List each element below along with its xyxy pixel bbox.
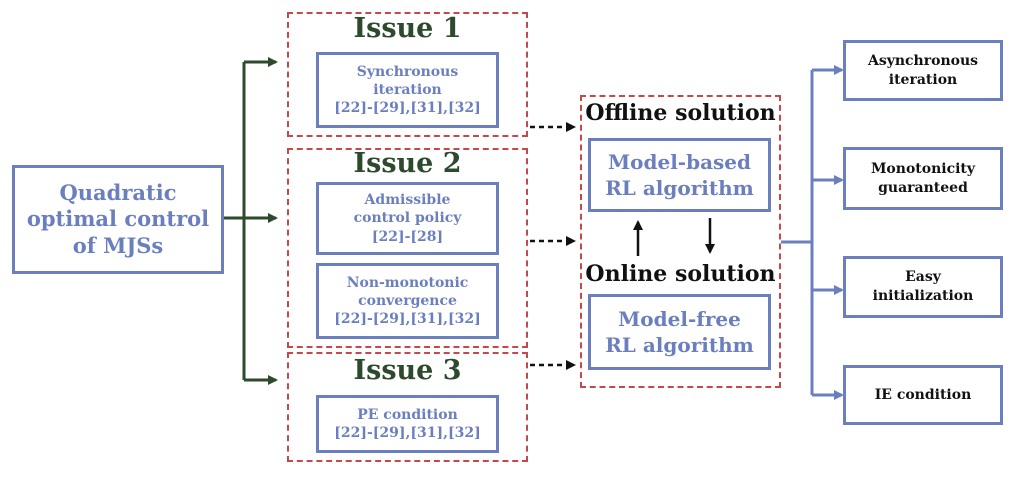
issue-2-item-1-line-3: [22]-[28] [371,228,444,245]
outcome-2-line-1: Monotonicity [870,160,976,177]
issues-to-solution-arrows [530,122,576,370]
issue-2-item-2-line-1: Non-monotonic [346,274,469,291]
online-solution-title: Online solution [585,261,776,287]
issue-2-item-1-line-2: control policy [353,210,462,227]
model-free-line-1: Model-free [618,307,741,331]
model-based-rl-box: Model-based RL algorithm [588,138,771,212]
outcome-3-line-1: Easy [905,269,941,286]
issue-3-item-1-line-1: PE condition [357,406,458,423]
outcome-1-line-1: Asynchronous [867,52,979,69]
exchange-arrows [633,218,715,256]
issue-3-title: Issue 3 [353,355,462,386]
issue-1-item-1-line-3: [22]-[29],[31],[32] [334,100,481,117]
model-free-rl-box: Model-free RL algorithm [588,294,771,370]
issue-2-title: Issue 2 [353,148,462,179]
issue-1-group [287,12,528,137]
issue-1-title: Issue 1 [353,13,462,44]
model-free-line-2: RL algorithm [605,333,754,357]
outcome-asynchronous-iteration: Asynchronous iteration [843,40,1003,101]
outcome-3-line-2: initialization [872,288,974,304]
source-line-1: Quadratic [59,180,177,206]
issue-2-item-2-line-2: convergence [358,292,457,309]
issue-1-item-1: Synchronous iteration [22]-[29],[31],[32… [316,52,499,128]
issue-2-item-1: Admissible control policy [22]-[28] [316,182,499,255]
source-box: Quadratic optimal control of MJSs [12,165,224,274]
outcome-monotonicity-guaranteed: Monotonicity guaranteed [843,147,1003,210]
issue-3-item-1-line-2: [22]-[29],[31],[32] [334,425,481,441]
solution-to-outcomes-arrows [781,65,844,400]
model-based-line-1: Model-based [608,150,751,174]
outcome-ie-condition: IE condition [843,365,1003,425]
outcome-2-line-2: guaranteed [878,179,968,196]
source-to-issues-arrows [224,57,278,385]
issue-1-item-1-line-2: iteration [373,81,442,98]
issue-3-group [287,352,528,462]
issue-3-item-1: PE condition [22]-[29],[31],[32] [316,395,499,453]
issue-2-group [287,148,528,348]
solutions-group [580,95,781,388]
issue-1-item-1-line-1: Synchronous [356,63,459,80]
outcome-4-line-1: IE condition [874,386,972,403]
offline-solution-title: Offline solution [585,100,776,126]
outcome-1-line-2: iteration [888,71,958,88]
source-line-3: of MJSs [72,232,164,258]
outcome-easy-initialization: Easy initialization [843,256,1003,318]
issue-2-item-1-line-1: Admissible [364,192,451,209]
issue-2-item-2: Non-monotonic convergence [22]-[29],[31]… [316,263,499,339]
source-line-2: optimal control [26,206,210,232]
model-based-line-2: RL algorithm [605,176,754,200]
issue-2-item-2-line-3: [22]-[29],[31],[32] [334,311,481,328]
